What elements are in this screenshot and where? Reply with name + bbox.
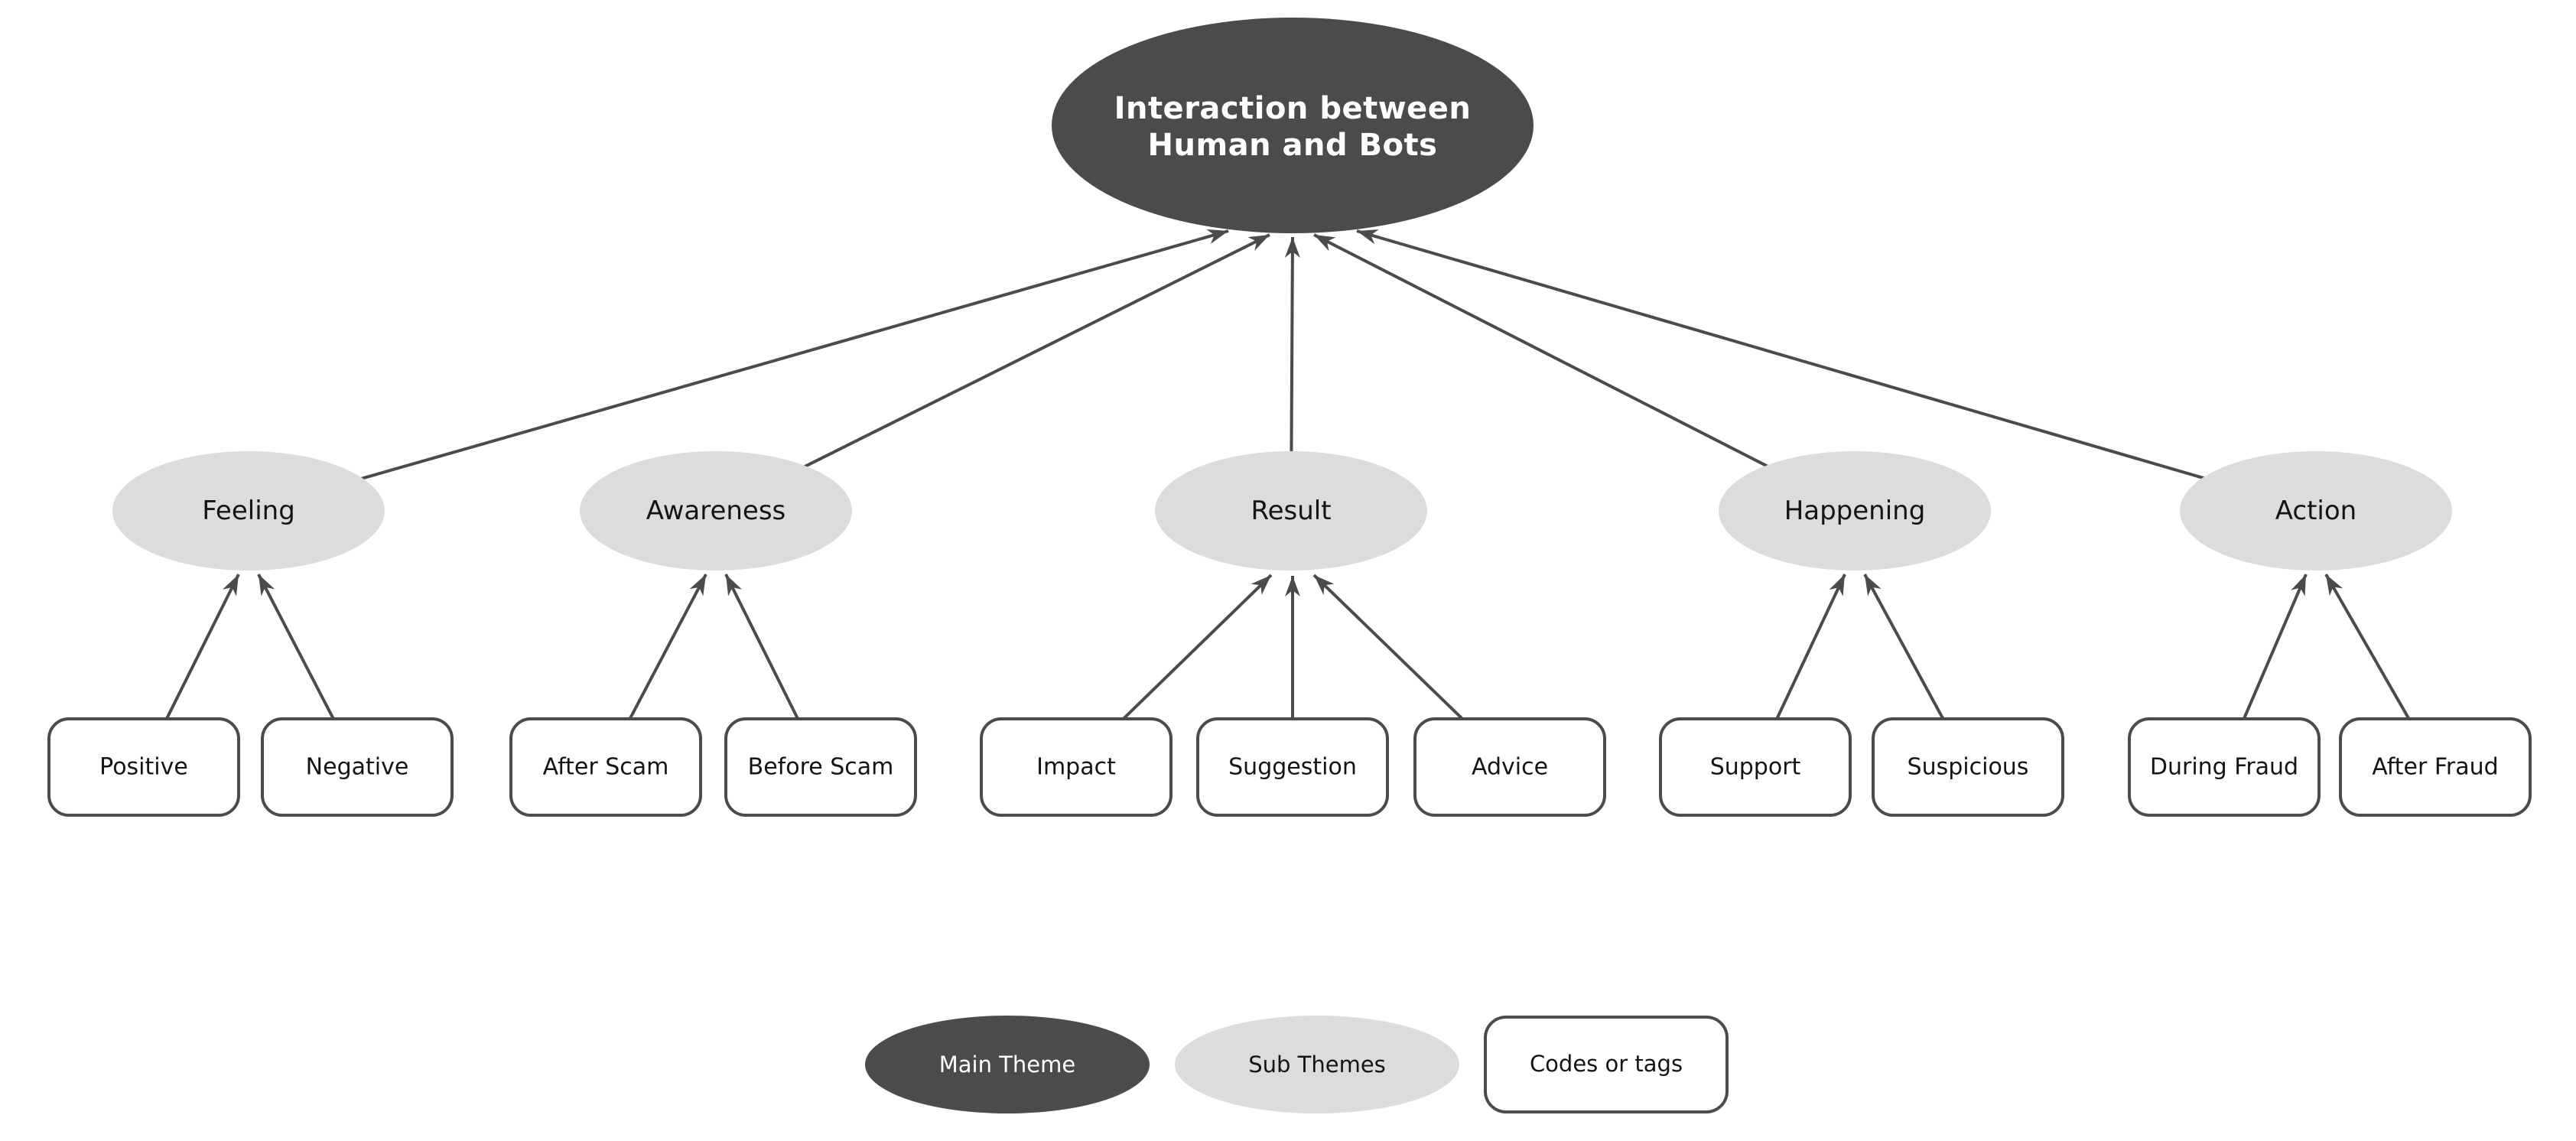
suspicious-label: Suspicious	[1908, 754, 2029, 781]
sub-theme-node-feeling: Feeling	[112, 451, 385, 570]
impact-box	[980, 717, 1173, 817]
code-node-suggestion: Suggestion	[1196, 717, 1389, 817]
legend-main-theme: Main Theme	[865, 1016, 1150, 1113]
code-node-before-scam: Before Scam	[724, 717, 917, 817]
main-theme-label-line2: Human and Bots	[1148, 128, 1438, 163]
edge-action-to-main	[1356, 229, 2317, 512]
after-fraud-label: After Fraud	[2372, 754, 2498, 781]
feeling-label: Feeling	[202, 496, 295, 526]
positive-box	[47, 717, 240, 817]
positive-label: Positive	[99, 754, 188, 781]
advice-label: Advice	[1472, 754, 1548, 781]
action-label: Action	[2275, 496, 2356, 526]
code-node-after-scam: After Scam	[509, 717, 702, 817]
code-node-impact: Impact	[980, 717, 1173, 817]
suggestion-label: Suggestion	[1228, 754, 1357, 781]
legend: Main Theme Sub Themes Codes or tags	[865, 1016, 1729, 1113]
code-node-suspicious: Suspicious	[1872, 717, 2064, 817]
happening-label: Happening	[1784, 496, 1926, 526]
result-ellipse	[1155, 451, 1427, 570]
main-theme-ellipse	[1052, 18, 1534, 233]
action-ellipse	[2180, 451, 2452, 570]
feeling-ellipse	[112, 451, 385, 570]
code-node-support: Support	[1659, 717, 1852, 817]
legend-codes-or-tags: Codes or tags	[1484, 1016, 1729, 1113]
legend-sub-themes: Sub Themes	[1175, 1016, 1459, 1113]
support-box	[1659, 717, 1852, 817]
advice-box	[1413, 717, 1606, 817]
code-node-negative: Negative	[261, 717, 454, 817]
awareness-label: Awareness	[646, 496, 786, 526]
edge-happening-to-main	[1313, 233, 1856, 512]
during-fraud-box	[2128, 717, 2321, 817]
legend-codes-box	[1484, 1016, 1729, 1113]
main-theme-label-line1: Interaction between	[1114, 91, 1472, 126]
after-fraud-box	[2339, 717, 2532, 817]
sub-theme-node-happening: Happening	[1719, 451, 1991, 570]
sub-theme-node-action: Action	[2180, 451, 2452, 570]
before-scam-label: Before Scam	[748, 754, 894, 781]
support-label: Support	[1710, 754, 1801, 781]
negative-label: Negative	[306, 754, 409, 781]
after-scam-box	[509, 717, 702, 817]
before-scam-box	[724, 717, 917, 817]
sub-theme-node-result: Result	[1155, 451, 1427, 570]
suggestion-box	[1196, 717, 1389, 817]
impact-label: Impact	[1036, 754, 1116, 781]
negative-box	[261, 717, 454, 817]
legend-sub-themes-ellipse	[1175, 1016, 1459, 1113]
happening-ellipse	[1719, 451, 1991, 570]
main-theme-node: Interaction between Human and Bots	[1052, 18, 1534, 233]
code-node-positive: Positive	[47, 717, 240, 817]
legend-codes-label: Codes or tags	[1530, 1051, 1683, 1077]
legend-main-theme-ellipse	[865, 1016, 1150, 1113]
code-node-during-fraud: During Fraud	[2128, 717, 2321, 817]
edge-awareness-to-main	[715, 233, 1270, 512]
awareness-ellipse	[580, 451, 852, 570]
during-fraud-label: During Fraud	[2150, 754, 2298, 781]
after-scam-label: After Scam	[543, 754, 669, 781]
code-node-after-fraud: After Fraud	[2339, 717, 2532, 817]
sub-theme-node-awareness: Awareness	[580, 451, 852, 570]
edge-feeling-to-main	[248, 229, 1229, 512]
legend-sub-themes-label: Sub Themes	[1248, 1052, 1386, 1078]
result-label: Result	[1251, 496, 1331, 526]
suspicious-box	[1872, 717, 2064, 817]
legend-main-theme-label: Main Theme	[939, 1052, 1075, 1078]
code-node-advice: Advice	[1413, 717, 1606, 817]
